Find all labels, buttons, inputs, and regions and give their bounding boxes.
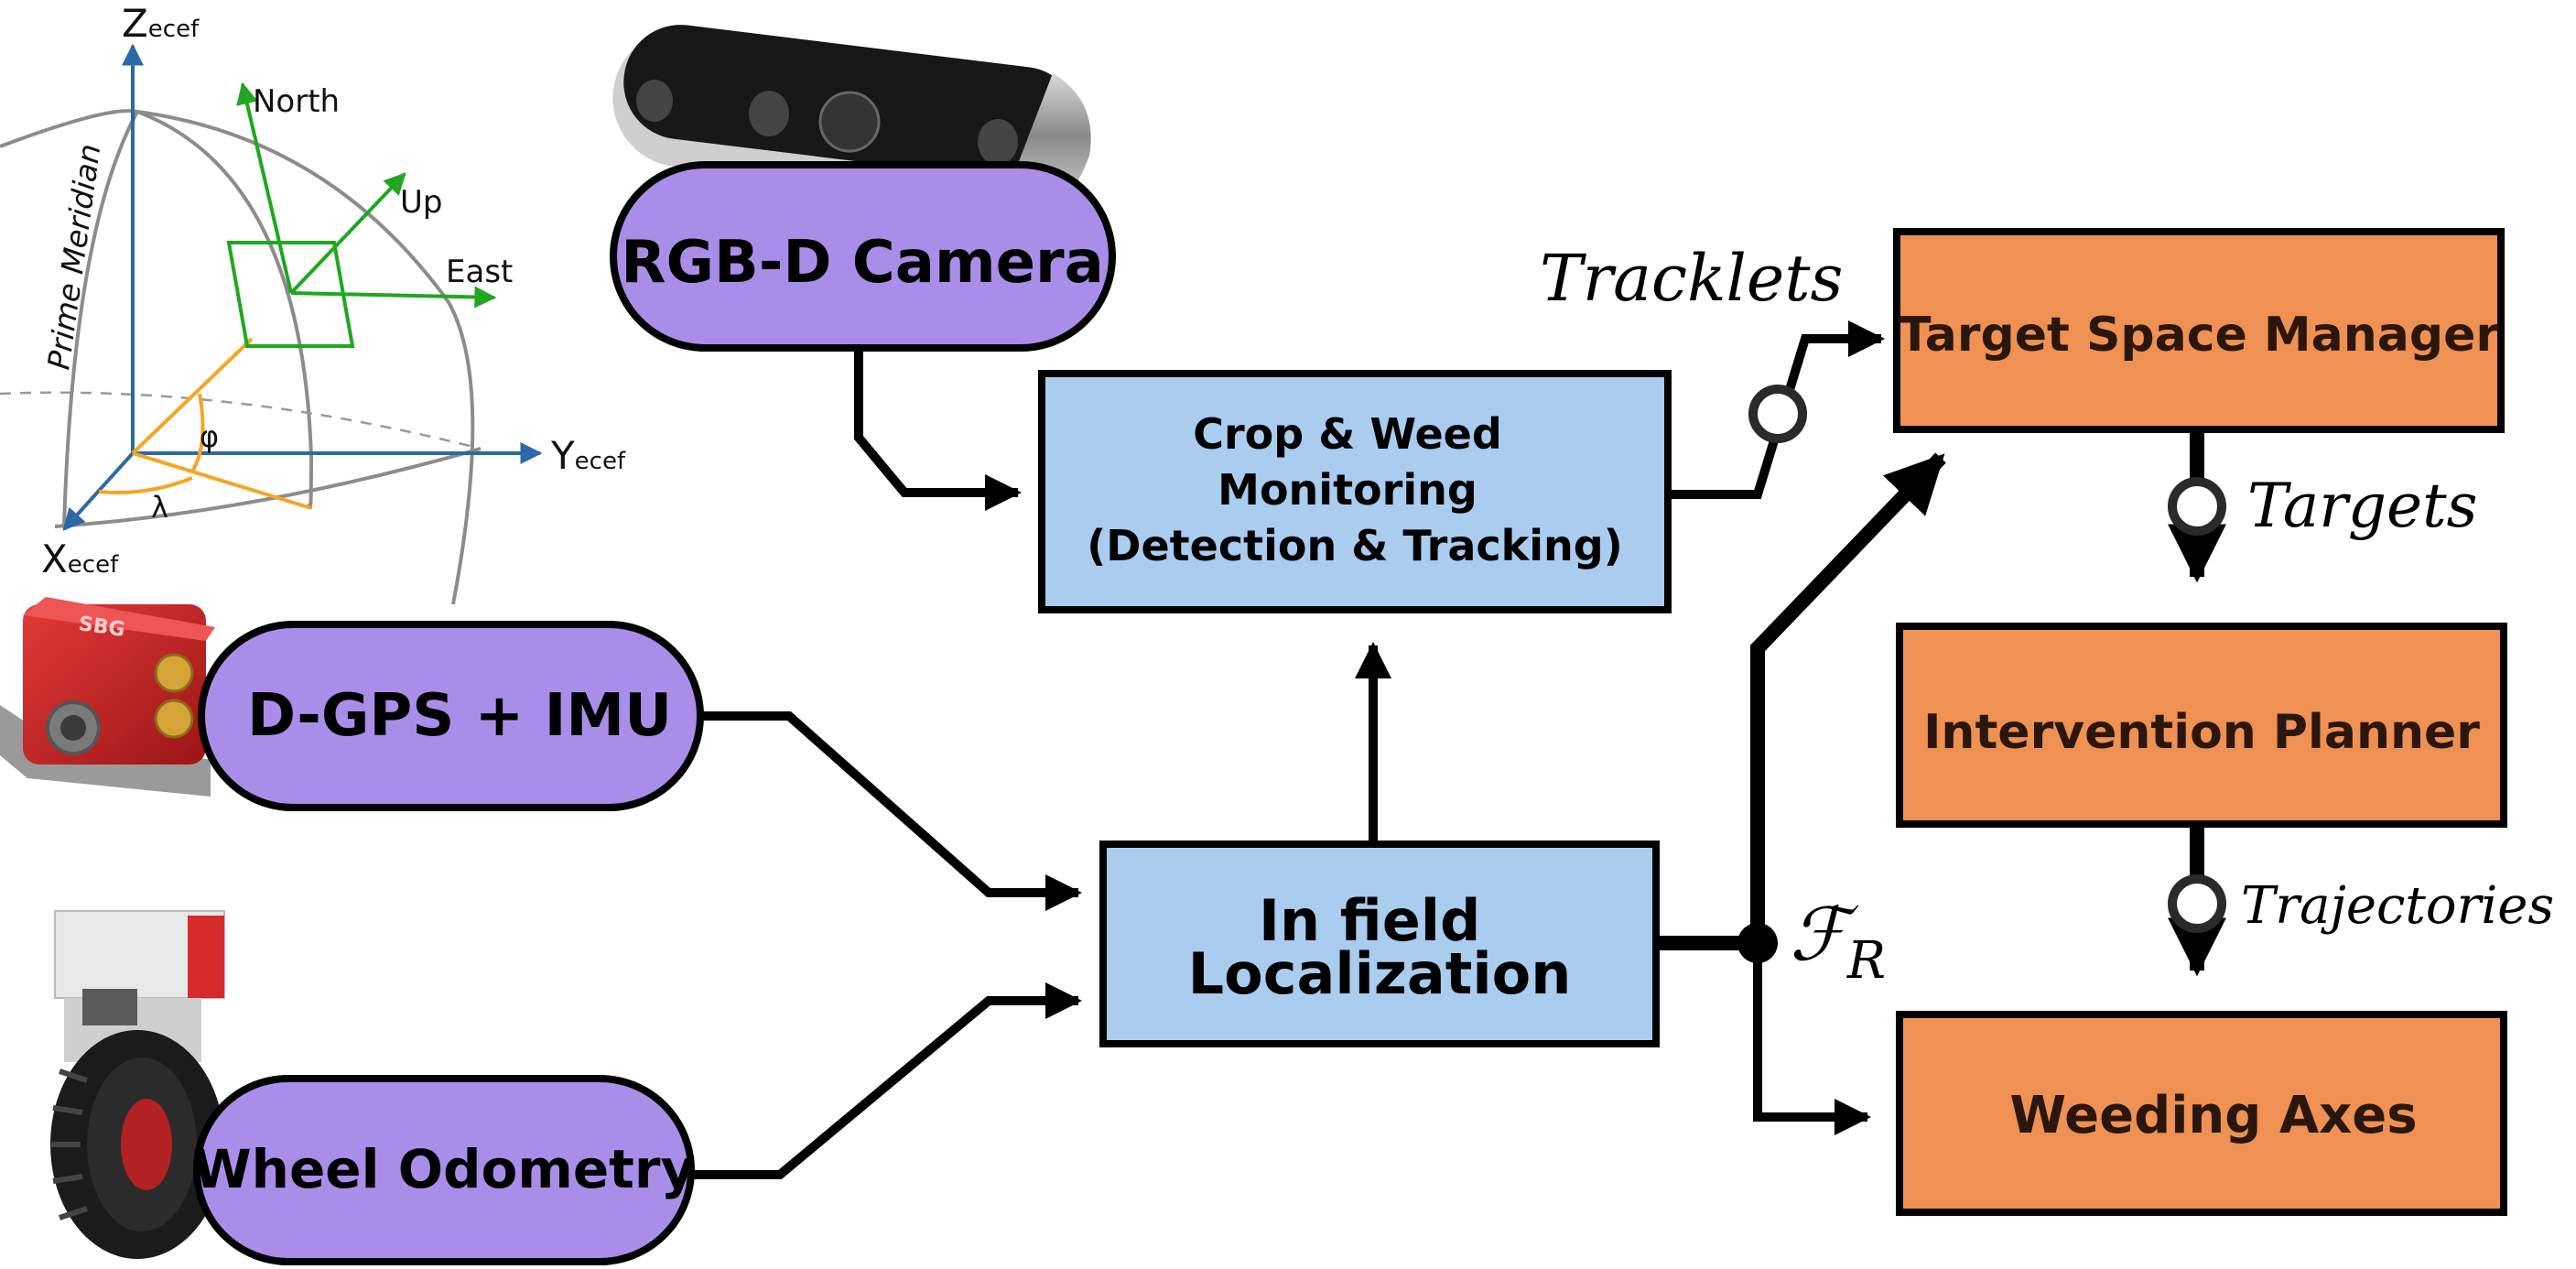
module-monitoring[interactable]: Crop & Weed Monitoring (Detection & Trac… — [1038, 370, 1672, 613]
localization-line-1: In field — [1259, 887, 1480, 954]
connections — [691, 320, 2226, 1179]
sensor-node-camera[interactable]: RGB-D Camera — [610, 161, 1116, 352]
frame-node — [1737, 923, 1778, 963]
svg-text:In field Localization: In field Localization — [1188, 887, 1572, 1007]
tangent-plane — [226, 241, 355, 348]
north-label: North — [253, 83, 340, 120]
x-axis — [62, 451, 135, 531]
north-axis — [236, 81, 293, 294]
gps-imu-label: D-GPS + IMU — [247, 682, 672, 750]
prime-meridian-label: Prime Meridian — [40, 142, 107, 372]
wheel-hub — [121, 1099, 172, 1190]
phi-arc — [190, 393, 205, 473]
imu-sma-2 — [154, 699, 194, 739]
globe-outline — [0, 109, 475, 605]
east-axis — [290, 286, 497, 309]
y-axis-label: Yecef — [550, 433, 626, 478]
module-intervention-planner[interactable]: Intervention Planner — [1896, 623, 2507, 828]
odometry-to-localization-arrow — [691, 982, 1082, 1179]
monitoring-line-3: (Detection & Tracking) — [1087, 521, 1623, 570]
frame-r-label: ℱR — [1790, 892, 1886, 991]
up-label: Up — [400, 184, 442, 221]
svg-text:Crop & Weed Monitoring: Crop & Weed Monitoring (Detection & Trac… — [1087, 409, 1623, 570]
targets-label: Targets — [2247, 471, 2478, 541]
module-weeding-axes[interactable]: Weeding Axes — [1896, 1011, 2507, 1216]
camera-label: RGB-D Camera — [621, 229, 1104, 297]
planner-label: Intervention Planner — [1923, 705, 2480, 760]
globe-equator-back — [0, 391, 482, 450]
camera-lens-4 — [978, 119, 1018, 165]
longitude-line — [132, 451, 312, 510]
localization-line-2: Localization — [1188, 940, 1572, 1007]
tracklets-label: Tracklets — [1540, 241, 1843, 316]
sensor-node-odometry[interactable]: Wheel Odometry — [193, 1075, 696, 1265]
frame-to-target-manager-arrow — [1750, 452, 1946, 943]
camera-to-monitoring-arrow — [854, 348, 1022, 511]
odometry-label: Wheel Odometry — [193, 1138, 696, 1200]
x-axis-label: Xecef — [41, 537, 119, 581]
tracklets-port — [1748, 385, 1807, 443]
module-target-space-manager[interactable]: Target Space Manager — [1893, 228, 2505, 433]
imu-device-image: SBG — [0, 597, 215, 797]
lambda-arc — [98, 476, 193, 494]
monitoring-line-1: Crop & Weed — [1193, 409, 1502, 459]
lambda-label: λ — [151, 490, 168, 525]
latitude-line — [131, 337, 254, 455]
weeding-label: Weeding Axes — [2009, 1086, 2417, 1145]
wheel-odometry-image — [50, 910, 225, 1259]
target-manager-label: Target Space Manager — [1899, 308, 2499, 363]
up-axis — [289, 172, 406, 295]
east-label: East — [446, 254, 513, 290]
imu-sma-1 — [154, 653, 194, 693]
frame-to-weeding-arrow — [1753, 943, 1871, 1135]
z-axis-label: Zecef — [122, 1, 200, 46]
gps-to-localization-arrow — [700, 711, 1082, 911]
ecef-frame-illustration: Zecef Yecef Xecef North Up East Prime Me… — [0, 1, 626, 605]
camera-lens-2 — [749, 91, 789, 136]
trajectories-port — [2168, 874, 2226, 933]
sensor-node-gps-imu[interactable]: D-GPS + IMU — [198, 621, 704, 811]
trajectories-label: Trajectories — [2241, 876, 2554, 936]
globe-equator-front — [54, 447, 482, 528]
globe-meridian-inner — [136, 110, 314, 510]
camera-lens-3 — [818, 91, 881, 153]
module-localization[interactable]: In field Localization — [1099, 841, 1660, 1047]
monitoring-line-2: Monitoring — [1218, 465, 1477, 515]
globe-prime-meridian — [62, 111, 139, 527]
camera-lens-1 — [636, 80, 673, 122]
phi-label: φ — [200, 419, 219, 454]
targets-port — [2168, 477, 2226, 536]
